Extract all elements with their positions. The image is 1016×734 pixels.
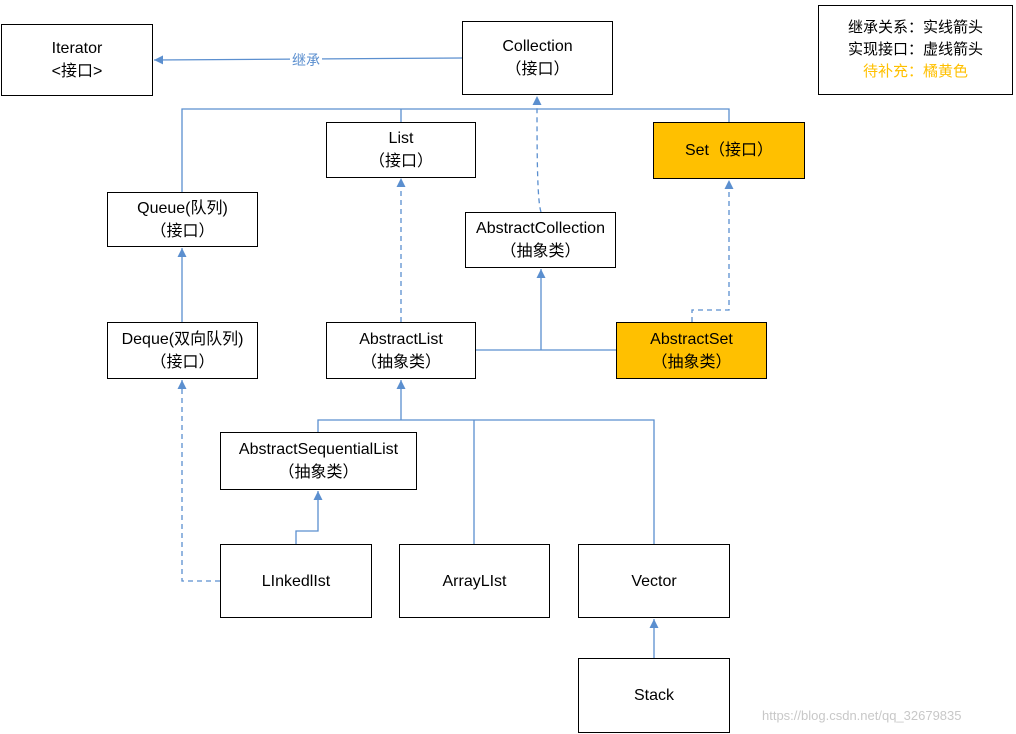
abstract-list-node: AbstractList （抽象类） bbox=[326, 322, 476, 379]
abstract-set-node: AbstractSet （抽象类） bbox=[616, 322, 767, 379]
queue-name: Queue(队列) bbox=[137, 199, 228, 217]
edge-absset-set bbox=[691, 180, 734, 322]
queue-node: Queue(队列) （接口） bbox=[107, 192, 258, 247]
watermark: https://blog.csdn.net/qq_32679835 bbox=[762, 708, 962, 723]
queue-kind: （接口） bbox=[150, 222, 215, 240]
deque-node: Deque(双向队列) （接口） bbox=[107, 322, 258, 379]
legend-todo: 待补充：橘黄色 bbox=[862, 63, 968, 80]
abstract-collection-node: AbstractCollection （抽象类） bbox=[465, 212, 616, 268]
list-name: List bbox=[388, 130, 414, 147]
stack-name: Stack bbox=[633, 687, 674, 704]
edge-children-abslist bbox=[317, 419, 655, 544]
stack-node: Stack bbox=[578, 658, 730, 733]
vector-name: Vector bbox=[631, 572, 677, 590]
abstract-sequential-list-node: AbstractSequentialList （抽象类） bbox=[220, 432, 417, 490]
abstract-set-name: AbstractSet bbox=[650, 330, 733, 348]
array-list-node: ArrayLIst bbox=[399, 544, 550, 618]
legend-inheritance: 继承关系：实线箭头 bbox=[847, 19, 983, 36]
iterator-name: Iterator bbox=[51, 40, 103, 57]
collection-kind: （接口） bbox=[505, 61, 570, 78]
legend-box: 继承关系：实线箭头 实现接口：虚线箭头 待补充：橘黄色 bbox=[818, 5, 1013, 95]
vector-node: Vector bbox=[578, 544, 730, 618]
array-list-name: ArrayLIst bbox=[442, 572, 507, 590]
abstract-list-name: AbstractList bbox=[359, 330, 443, 348]
edge-bus-collection bbox=[181, 108, 730, 192]
iterator-kind: <接口> bbox=[51, 63, 103, 80]
inherit-edge-label: 继承 bbox=[290, 50, 322, 70]
abstract-collection-name: AbstractCollection bbox=[476, 220, 605, 237]
abstract-list-kind: （抽象类） bbox=[360, 353, 441, 371]
abstract-collection-kind: （抽象类） bbox=[500, 243, 581, 260]
set-name: Set（接口） bbox=[684, 142, 774, 159]
legend-implementation: 实现接口：虚线箭头 bbox=[847, 41, 983, 58]
collection-name: Collection bbox=[502, 38, 573, 55]
linked-list-node: LInkedlIst bbox=[220, 544, 372, 618]
linked-list-name: LInkedlIst bbox=[261, 572, 331, 590]
edge-linkedlist-deque bbox=[177, 380, 220, 582]
deque-name: Deque(双向队列) bbox=[121, 330, 244, 348]
set-node: Set（接口） bbox=[653, 122, 805, 179]
abstract-sequential-list-kind: （抽象类） bbox=[278, 464, 359, 481]
collection-node: Collection （接口） bbox=[462, 21, 613, 95]
list-node: List （接口） bbox=[326, 122, 476, 178]
abstract-set-kind: （抽象类） bbox=[651, 353, 732, 371]
iterator-node: Iterator <接口> bbox=[1, 24, 153, 96]
deque-kind: （接口） bbox=[150, 353, 215, 371]
abstract-sequential-list-name: AbstractSequentialList bbox=[238, 441, 399, 458]
edge-abscoll-collection bbox=[532, 95, 542, 213]
edge-linkedlist-absseq bbox=[295, 491, 323, 544]
list-kind: （接口） bbox=[368, 153, 433, 170]
